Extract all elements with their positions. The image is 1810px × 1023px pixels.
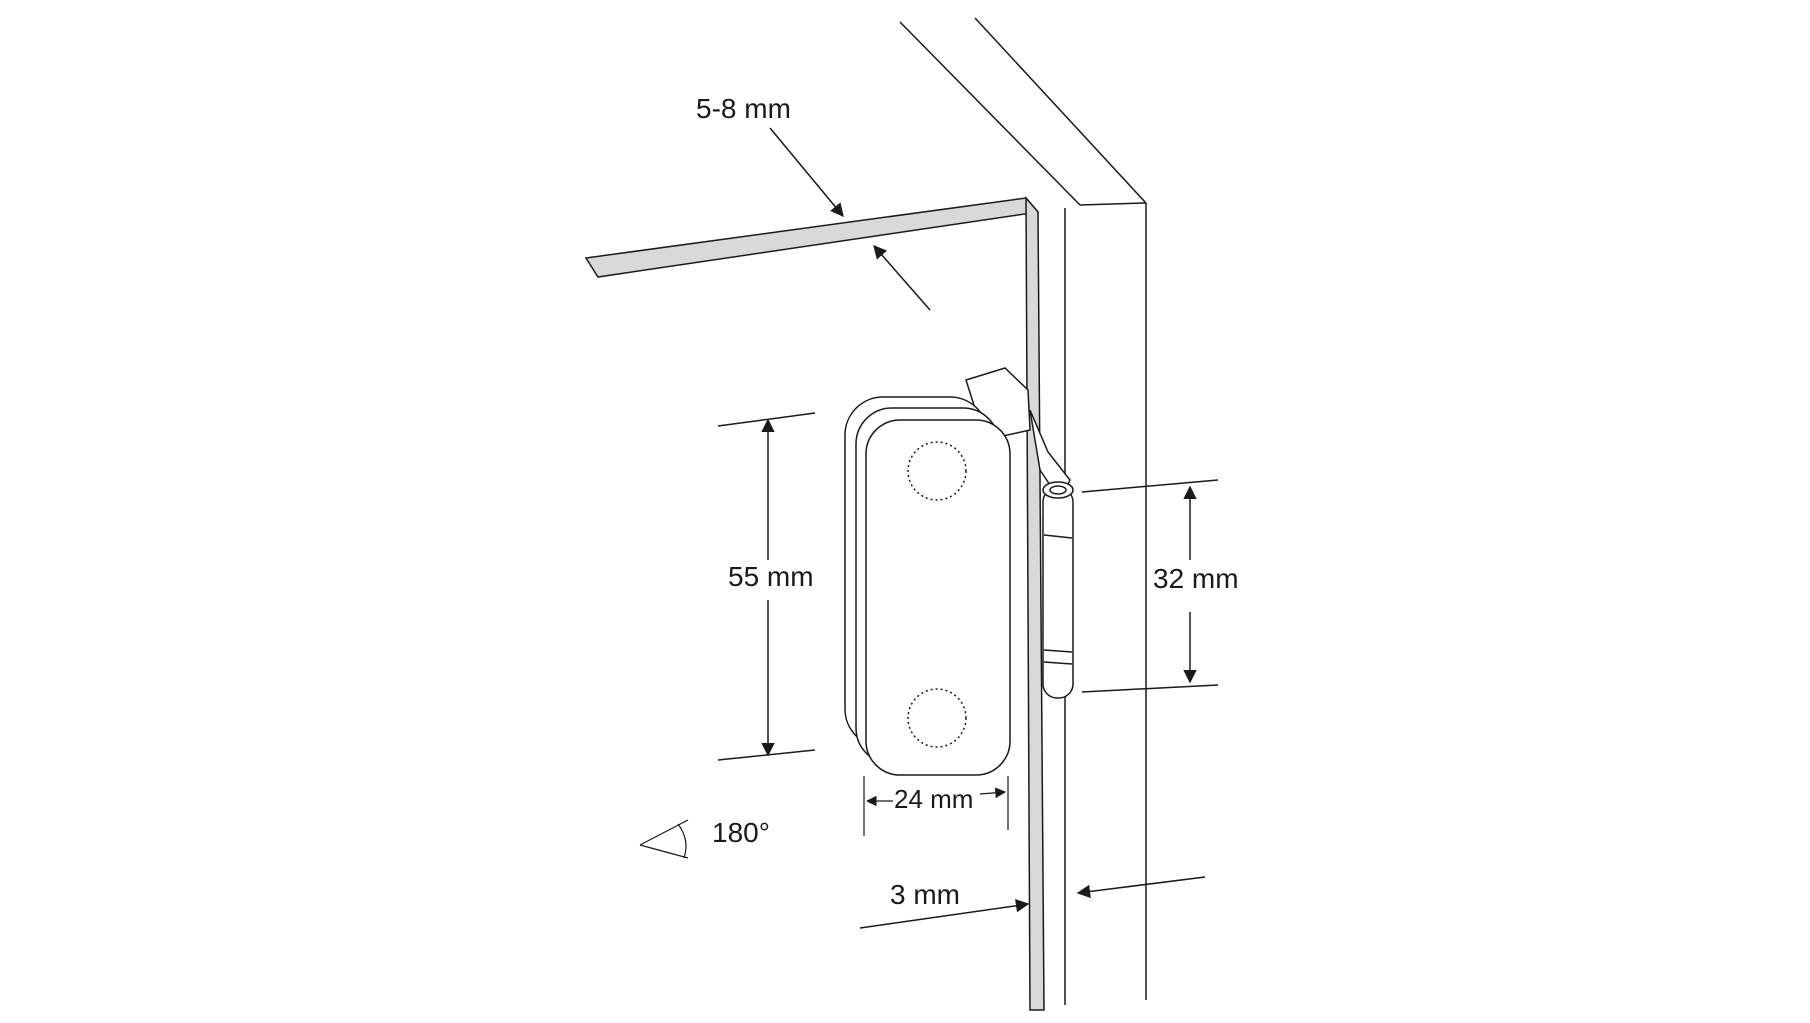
hinge-bracket xyxy=(965,367,1074,699)
hinge-pin xyxy=(1042,487,1074,699)
dim-gap xyxy=(859,876,1206,929)
label-glass-thickness: 5-8 mm xyxy=(696,93,791,124)
dim-hinge-height xyxy=(717,412,816,761)
label-hinge-height: 55 mm xyxy=(728,561,814,592)
hinge-pin-inner xyxy=(1049,485,1067,495)
screw-cover-top xyxy=(907,441,967,501)
label-gap: 3 mm xyxy=(890,879,960,910)
dim-pin-spacing xyxy=(1081,479,1219,693)
angle-icon xyxy=(639,819,689,859)
glass-vertical-edge xyxy=(1025,195,1045,1011)
label-opening-angle: 180° xyxy=(712,817,770,848)
dim-hinge-width xyxy=(863,776,1009,836)
label-pin-spacing: 32 mm xyxy=(1153,563,1239,594)
glass-door xyxy=(584,195,1045,1011)
dim-glass-thickness xyxy=(769,127,931,311)
screw-cover-bottom xyxy=(907,688,967,748)
glass-top-edge xyxy=(584,197,1040,278)
hinge-front-plate xyxy=(865,419,1011,776)
label-hinge-width: 24 mm xyxy=(894,784,973,814)
hinge-body xyxy=(844,396,1011,776)
